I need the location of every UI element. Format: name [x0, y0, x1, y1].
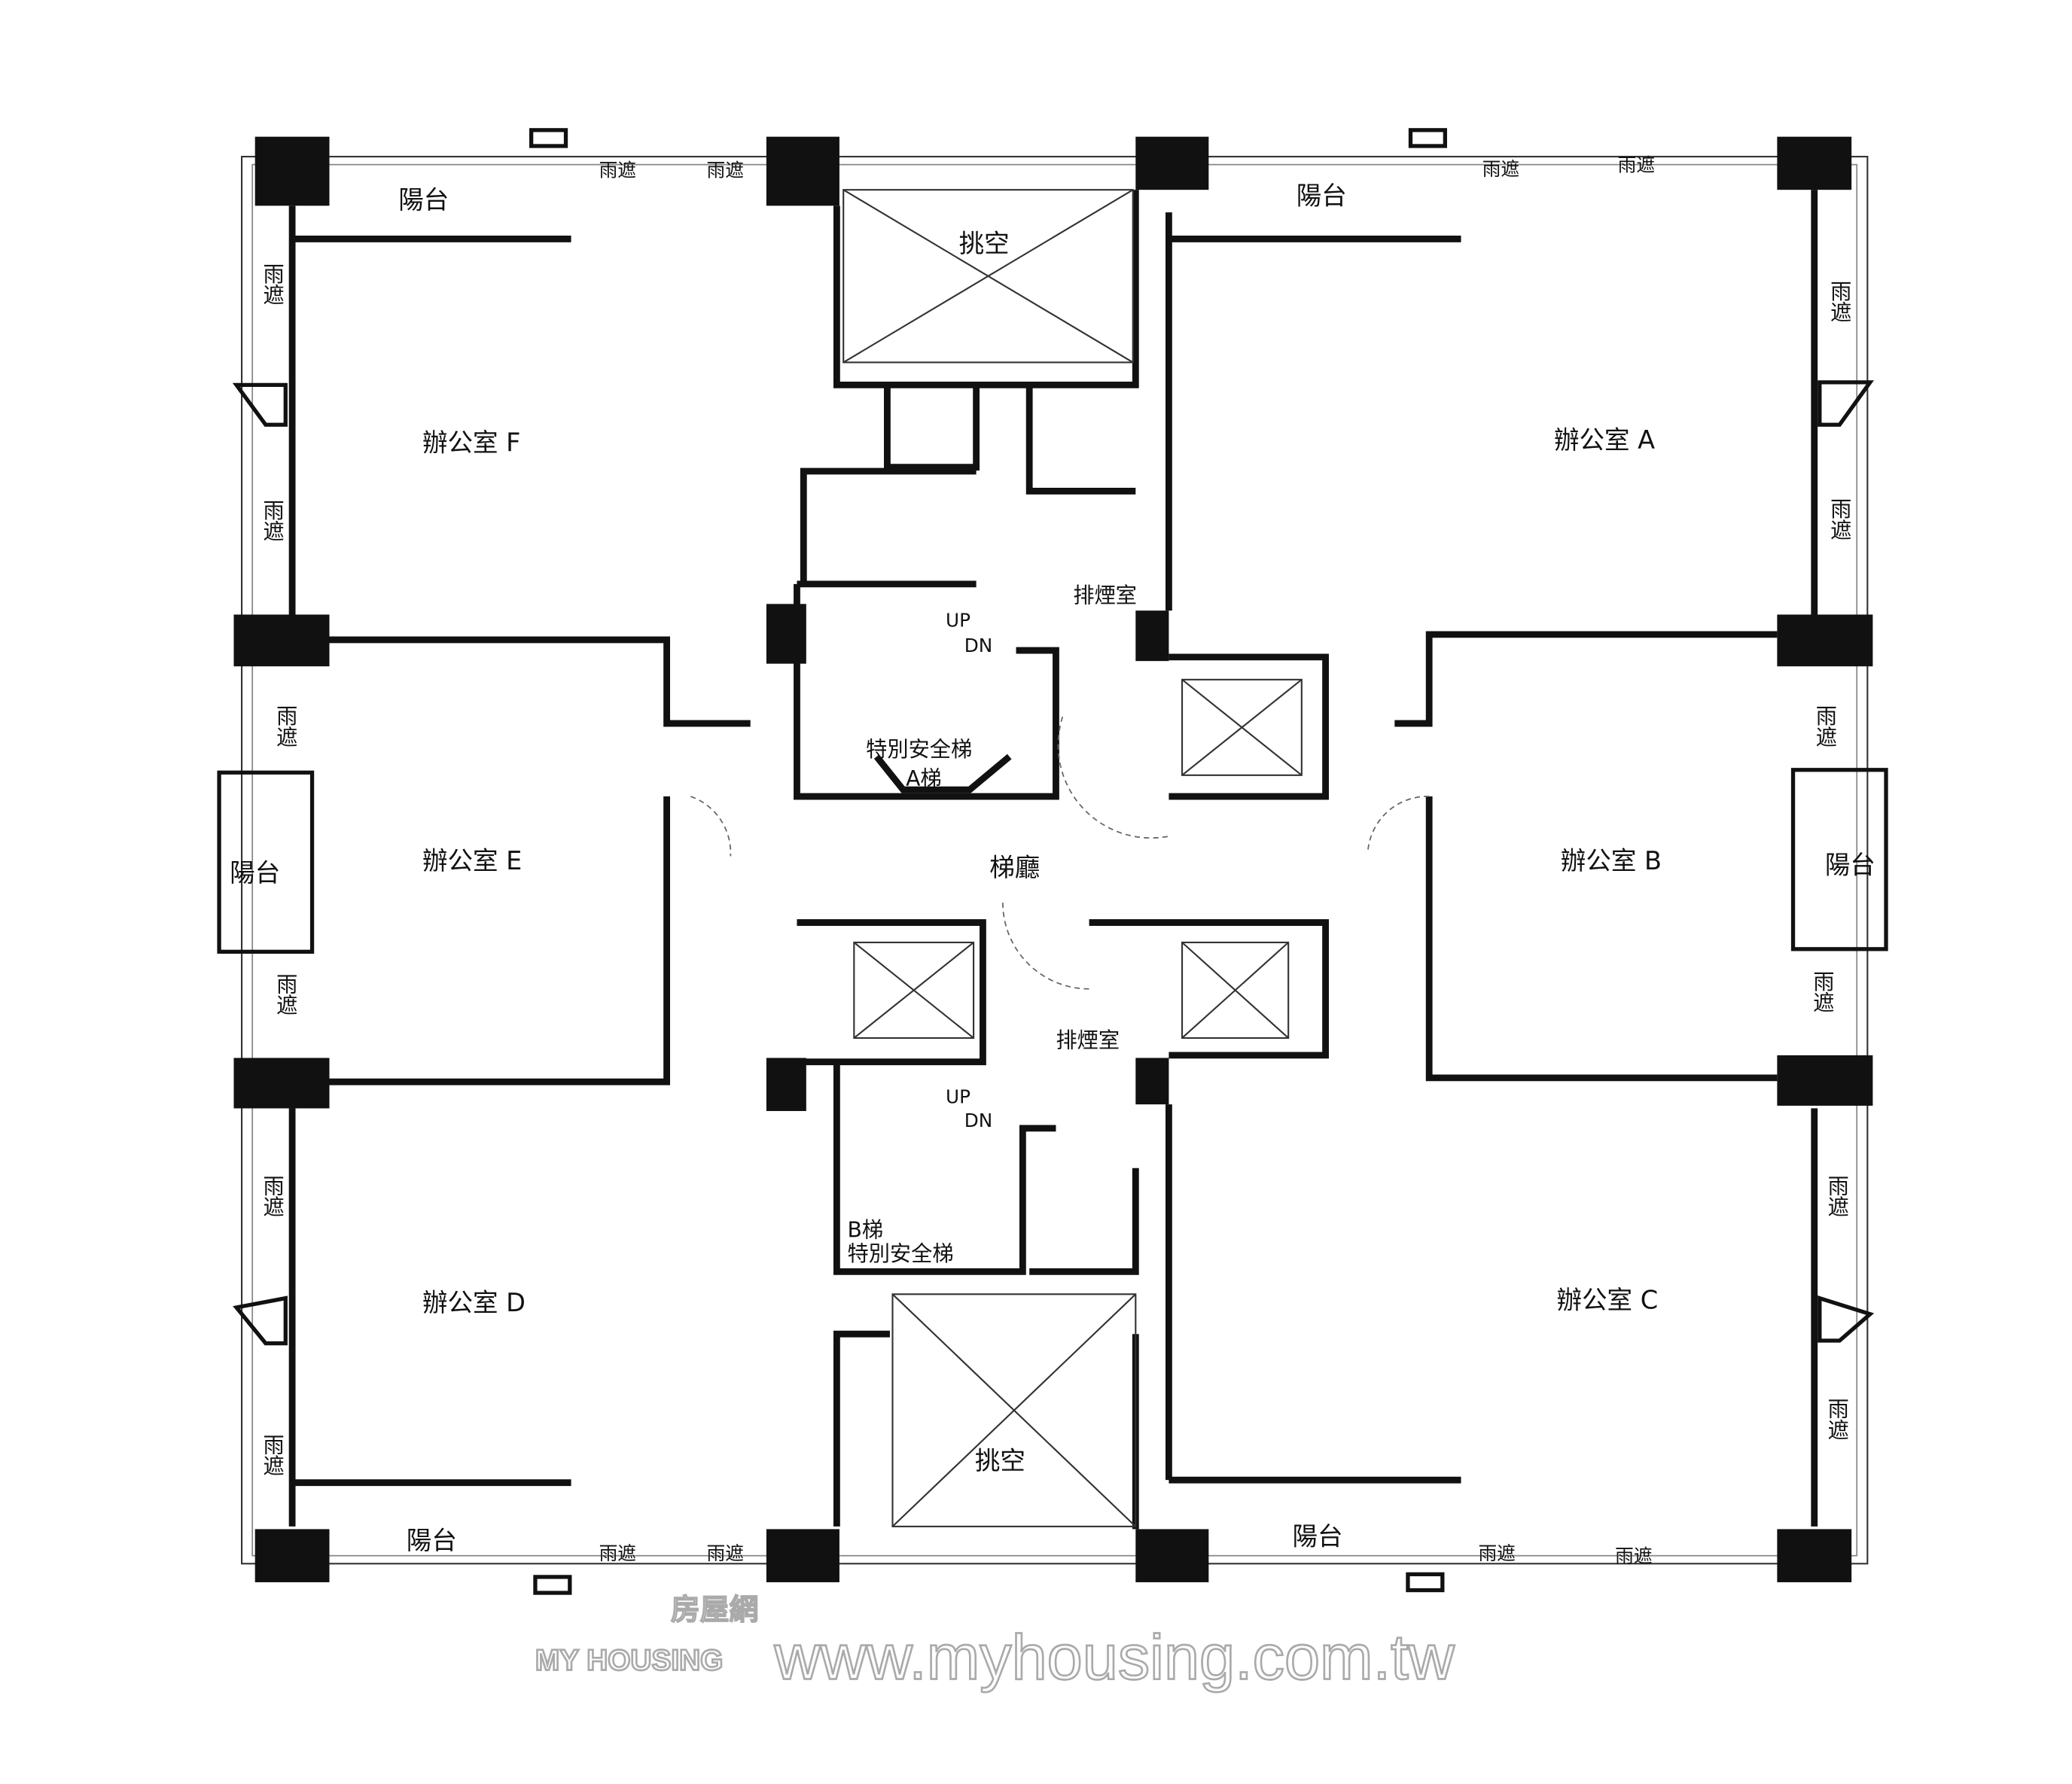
canopy-label: 雨遮: [707, 1542, 744, 1564]
office-e-label: 辦公室 E: [422, 846, 522, 875]
structural-columns: [233, 136, 1873, 1582]
lobby-label: 梯廳: [989, 853, 1040, 882]
special-stair-label: 特別安全梯: [866, 737, 972, 762]
stair-b-label: B梯: [847, 1217, 883, 1242]
canopy-label: 雨遮: [1827, 280, 1852, 322]
canopy-label: 雨遮: [1812, 705, 1837, 747]
canopy-label: 雨遮: [707, 160, 744, 181]
office-a-label: 辦公室 A: [1554, 425, 1655, 455]
balcony-label: 陽台: [1825, 850, 1875, 879]
watermark-url: www.myhousing.com.tw: [773, 1621, 1455, 1693]
office-b-label: 辦公室 B: [1561, 846, 1662, 875]
canopy-label: 雨遮: [260, 1433, 285, 1475]
canopy-label: 雨遮: [273, 705, 298, 747]
stair-up-label: UP: [946, 609, 970, 631]
watermark-brand-en: MY HOUSING: [535, 1644, 723, 1676]
office-f-label: 辦公室 F: [422, 428, 520, 458]
canopy-label: 雨遮: [599, 1542, 636, 1564]
canopy-label: 雨遮: [260, 499, 285, 541]
watermark: 房屋網 MY HOUSING www.myhousing.com.tw: [535, 1593, 1456, 1694]
special-stair-label: 特別安全梯: [847, 1241, 953, 1266]
canopy-label: 雨遮: [1478, 1542, 1515, 1564]
void-label: 挑空: [959, 229, 1010, 258]
canopy-label: 雨遮: [273, 973, 298, 1015]
balcony-label: 陽台: [398, 185, 449, 215]
canopy-label: 雨遮: [1618, 154, 1655, 175]
stair-a-label: A梯: [906, 766, 942, 791]
canopy-label: 雨遮: [1824, 1398, 1849, 1440]
balcony-label: 陽台: [1292, 1522, 1342, 1551]
void-label: 挑空: [975, 1446, 1025, 1475]
balcony-bays: [217, 128, 1888, 1595]
stair-down-label: DN: [964, 1110, 992, 1131]
canopy-label: 雨遮: [1824, 1175, 1849, 1217]
building-envelope: [241, 156, 1869, 1565]
canopy-label: 雨遮: [1827, 498, 1852, 540]
canopy-label: 雨遮: [1810, 970, 1835, 1012]
balcony-label: 陽台: [230, 858, 280, 887]
walls: [288, 190, 1818, 1530]
canopy-label: 雨遮: [599, 160, 636, 181]
canopy-label: 雨遮: [260, 263, 285, 305]
canopy-label: 雨遮: [1615, 1545, 1652, 1567]
office-d-label: 辦公室 D: [422, 1288, 526, 1317]
stair-down-label: DN: [964, 635, 992, 656]
smoke-room-label: 排煙室: [1073, 583, 1137, 608]
stair-up-label: UP: [946, 1085, 970, 1107]
balcony-label: 陽台: [407, 1526, 457, 1555]
balcony-label: 陽台: [1297, 181, 1347, 211]
canopy-labels: 雨遮 雨遮 雨遮 雨遮 雨遮 雨遮 雨遮 雨遮 雨遮 雨遮 雨遮 雨遮 雨遮 雨…: [260, 154, 1852, 1566]
room-labels: 辦公室 A 辦公室 B 辦公室 C 辦公室 D 辦公室 E 辦公室 F 陽台 陽…: [230, 181, 1875, 1555]
smoke-room-label: 排煙室: [1056, 1027, 1120, 1052]
watermark-brand-cn: 房屋網: [671, 1594, 758, 1626]
canopy-label: 雨遮: [1482, 158, 1519, 180]
office-c-label: 辦公室 C: [1557, 1286, 1659, 1315]
canopy-label: 雨遮: [260, 1175, 285, 1217]
void-markers: [690, 189, 1430, 1527]
